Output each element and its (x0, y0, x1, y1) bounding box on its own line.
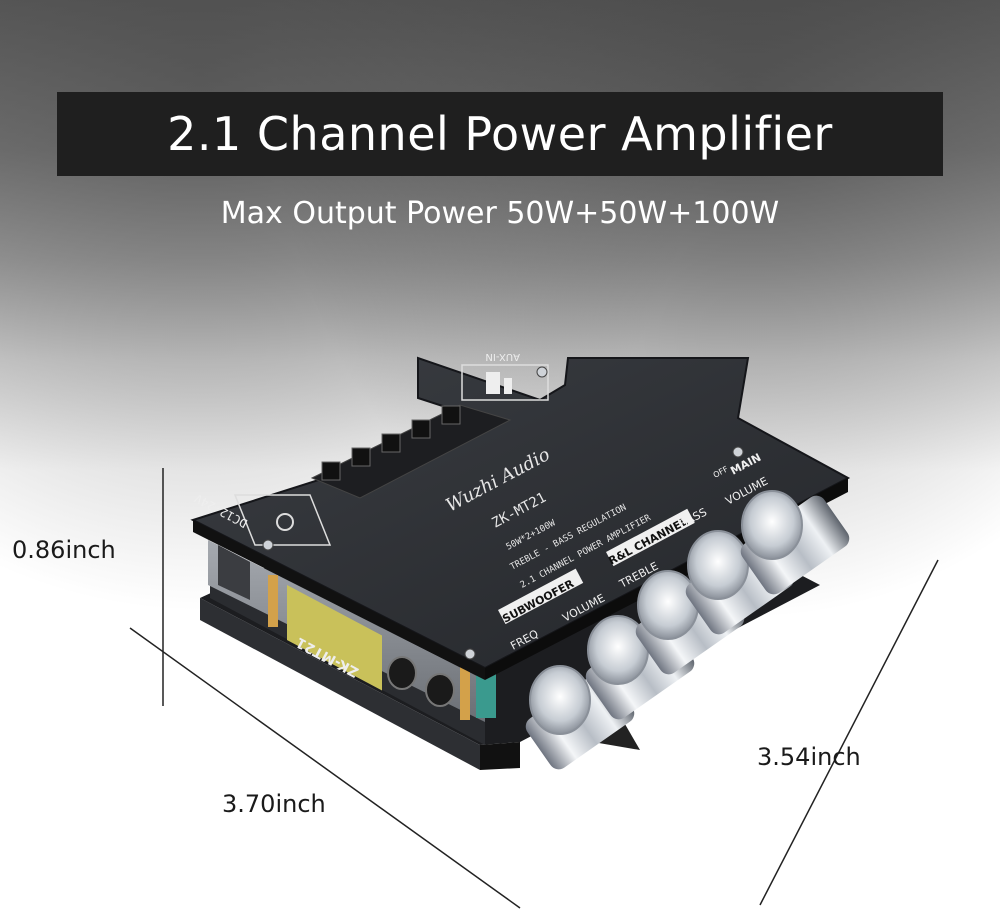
aux-label: AUX-IN (485, 351, 520, 362)
width-dimension-label: 3.54inch (757, 743, 861, 771)
screws (262, 366, 744, 660)
top-plate-edge (193, 520, 485, 680)
height-dimension-label: 0.86inch (12, 536, 116, 564)
subtitle: Max Output Power 50W+50W+100W (220, 196, 780, 231)
power-input-area (233, 494, 332, 546)
side-connector (218, 545, 250, 600)
page-title: 2.1 Channel Power Amplifier (167, 107, 833, 161)
dimension-lines (129, 468, 939, 909)
speaker-terminals (310, 404, 512, 499)
title-banner: 2.1 Channel Power Amplifier (57, 92, 943, 176)
knob-main-volume[interactable] (737, 490, 853, 598)
aux-input-area (461, 364, 549, 401)
length-dimension-line (129, 627, 521, 909)
length-dimension-label: 3.70inch (222, 790, 326, 818)
width-dimension-line (759, 559, 939, 906)
internal-components (268, 575, 496, 720)
